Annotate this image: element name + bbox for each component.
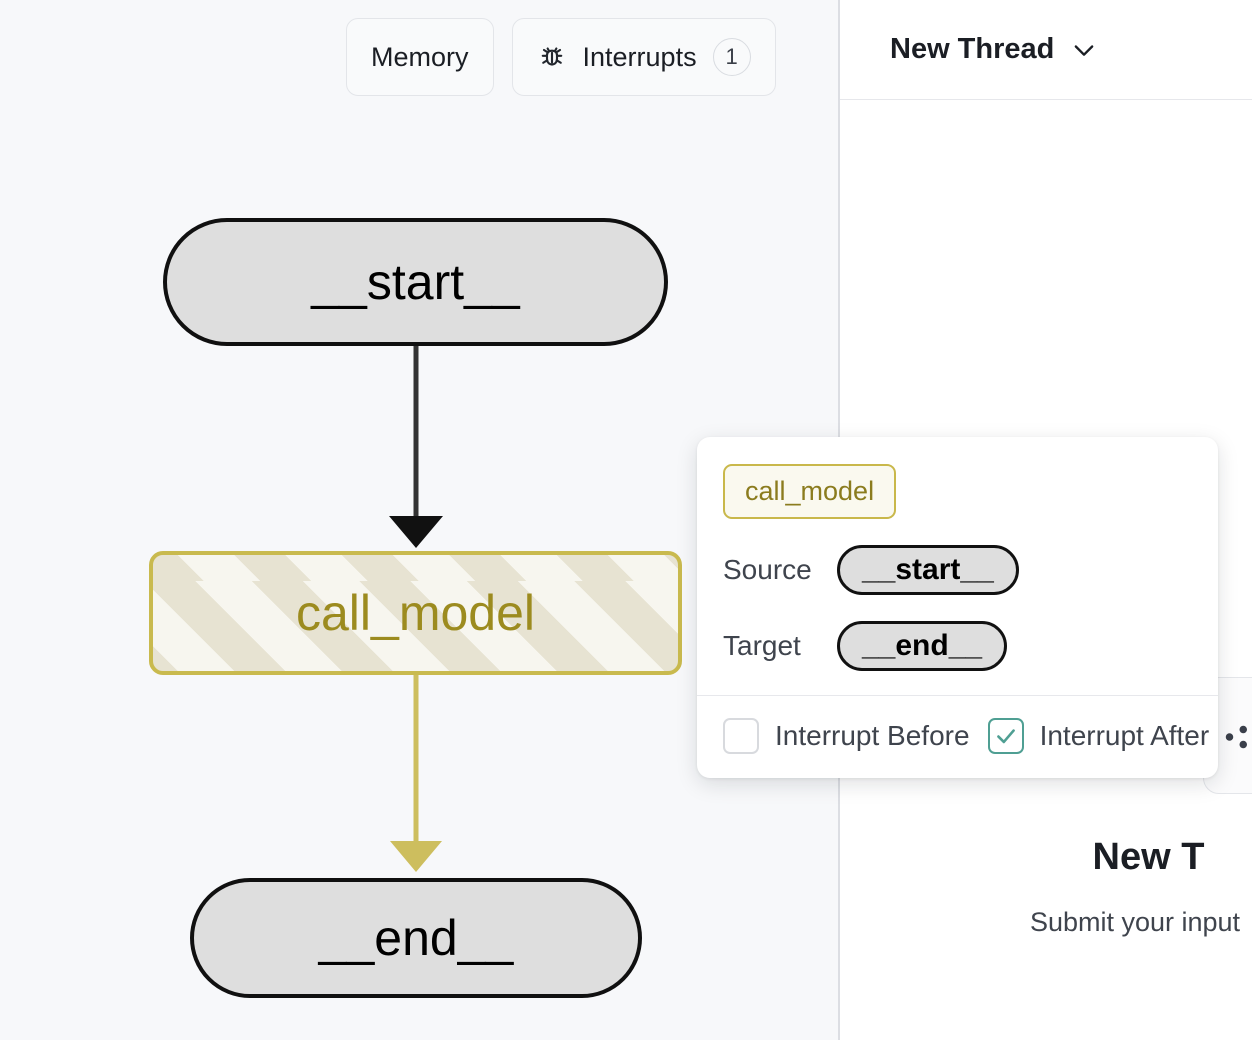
interrupt-after-checkbox[interactable]	[987, 718, 1024, 754]
empty-state-subtitle: Submit your input	[1029, 907, 1241, 937]
interrupt-before-option[interactable]: Interrupt Before	[723, 718, 970, 754]
graph-node-end-label: __end__	[318, 910, 514, 966]
thread-title: New Thread	[890, 33, 1055, 65]
graph-node-end[interactable]: __end__	[190, 878, 642, 998]
node-name-chip: call_model	[723, 464, 897, 519]
chevron-down-icon[interactable]	[1070, 36, 1098, 64]
graph-node-call-model-label: call_model	[295, 585, 535, 641]
target-value-pill[interactable]: __end__	[837, 621, 1008, 671]
graph-node-call-model[interactable]: call_model	[149, 551, 682, 675]
interrupts-button[interactable]: Interrupts 1	[511, 18, 776, 96]
graph-toolbar: Memory Interrupts 1	[346, 18, 776, 96]
graph-node-start-label: __start__	[311, 254, 520, 310]
thread-empty-state: New T Submit your input	[840, 836, 1252, 938]
empty-state-title: New T	[1092, 836, 1205, 878]
graph-node-start[interactable]: __start__	[163, 218, 668, 346]
target-row: Target __end__	[723, 621, 1192, 671]
interrupts-count-badge: 1	[712, 38, 751, 76]
bug-icon	[537, 42, 567, 72]
node-detail-popup[interactable]: call_model Source __start__ Target __end…	[697, 437, 1218, 778]
source-row: Source __start__	[723, 545, 1192, 595]
source-value-pill[interactable]: __start__	[837, 545, 1019, 595]
thread-selector[interactable]: New Thread	[840, 0, 1252, 100]
node-detail-body: call_model Source __start__ Target __end…	[697, 437, 1218, 695]
interrupt-after-option[interactable]: Interrupt After	[987, 718, 1210, 754]
share-nodes-icon[interactable]	[1222, 722, 1252, 752]
memory-button[interactable]: Memory	[346, 18, 494, 96]
interrupt-options: Interrupt Before Interrupt After	[697, 695, 1218, 778]
interrupt-after-label: Interrupt After	[1039, 720, 1210, 751]
interrupt-before-checkbox[interactable]	[723, 718, 759, 754]
target-label: Target	[723, 630, 801, 661]
interrupts-button-label: Interrupts	[582, 41, 697, 72]
interrupt-before-label: Interrupt Before	[775, 720, 970, 751]
source-label: Source	[723, 554, 812, 585]
memory-button-label: Memory	[371, 41, 469, 72]
